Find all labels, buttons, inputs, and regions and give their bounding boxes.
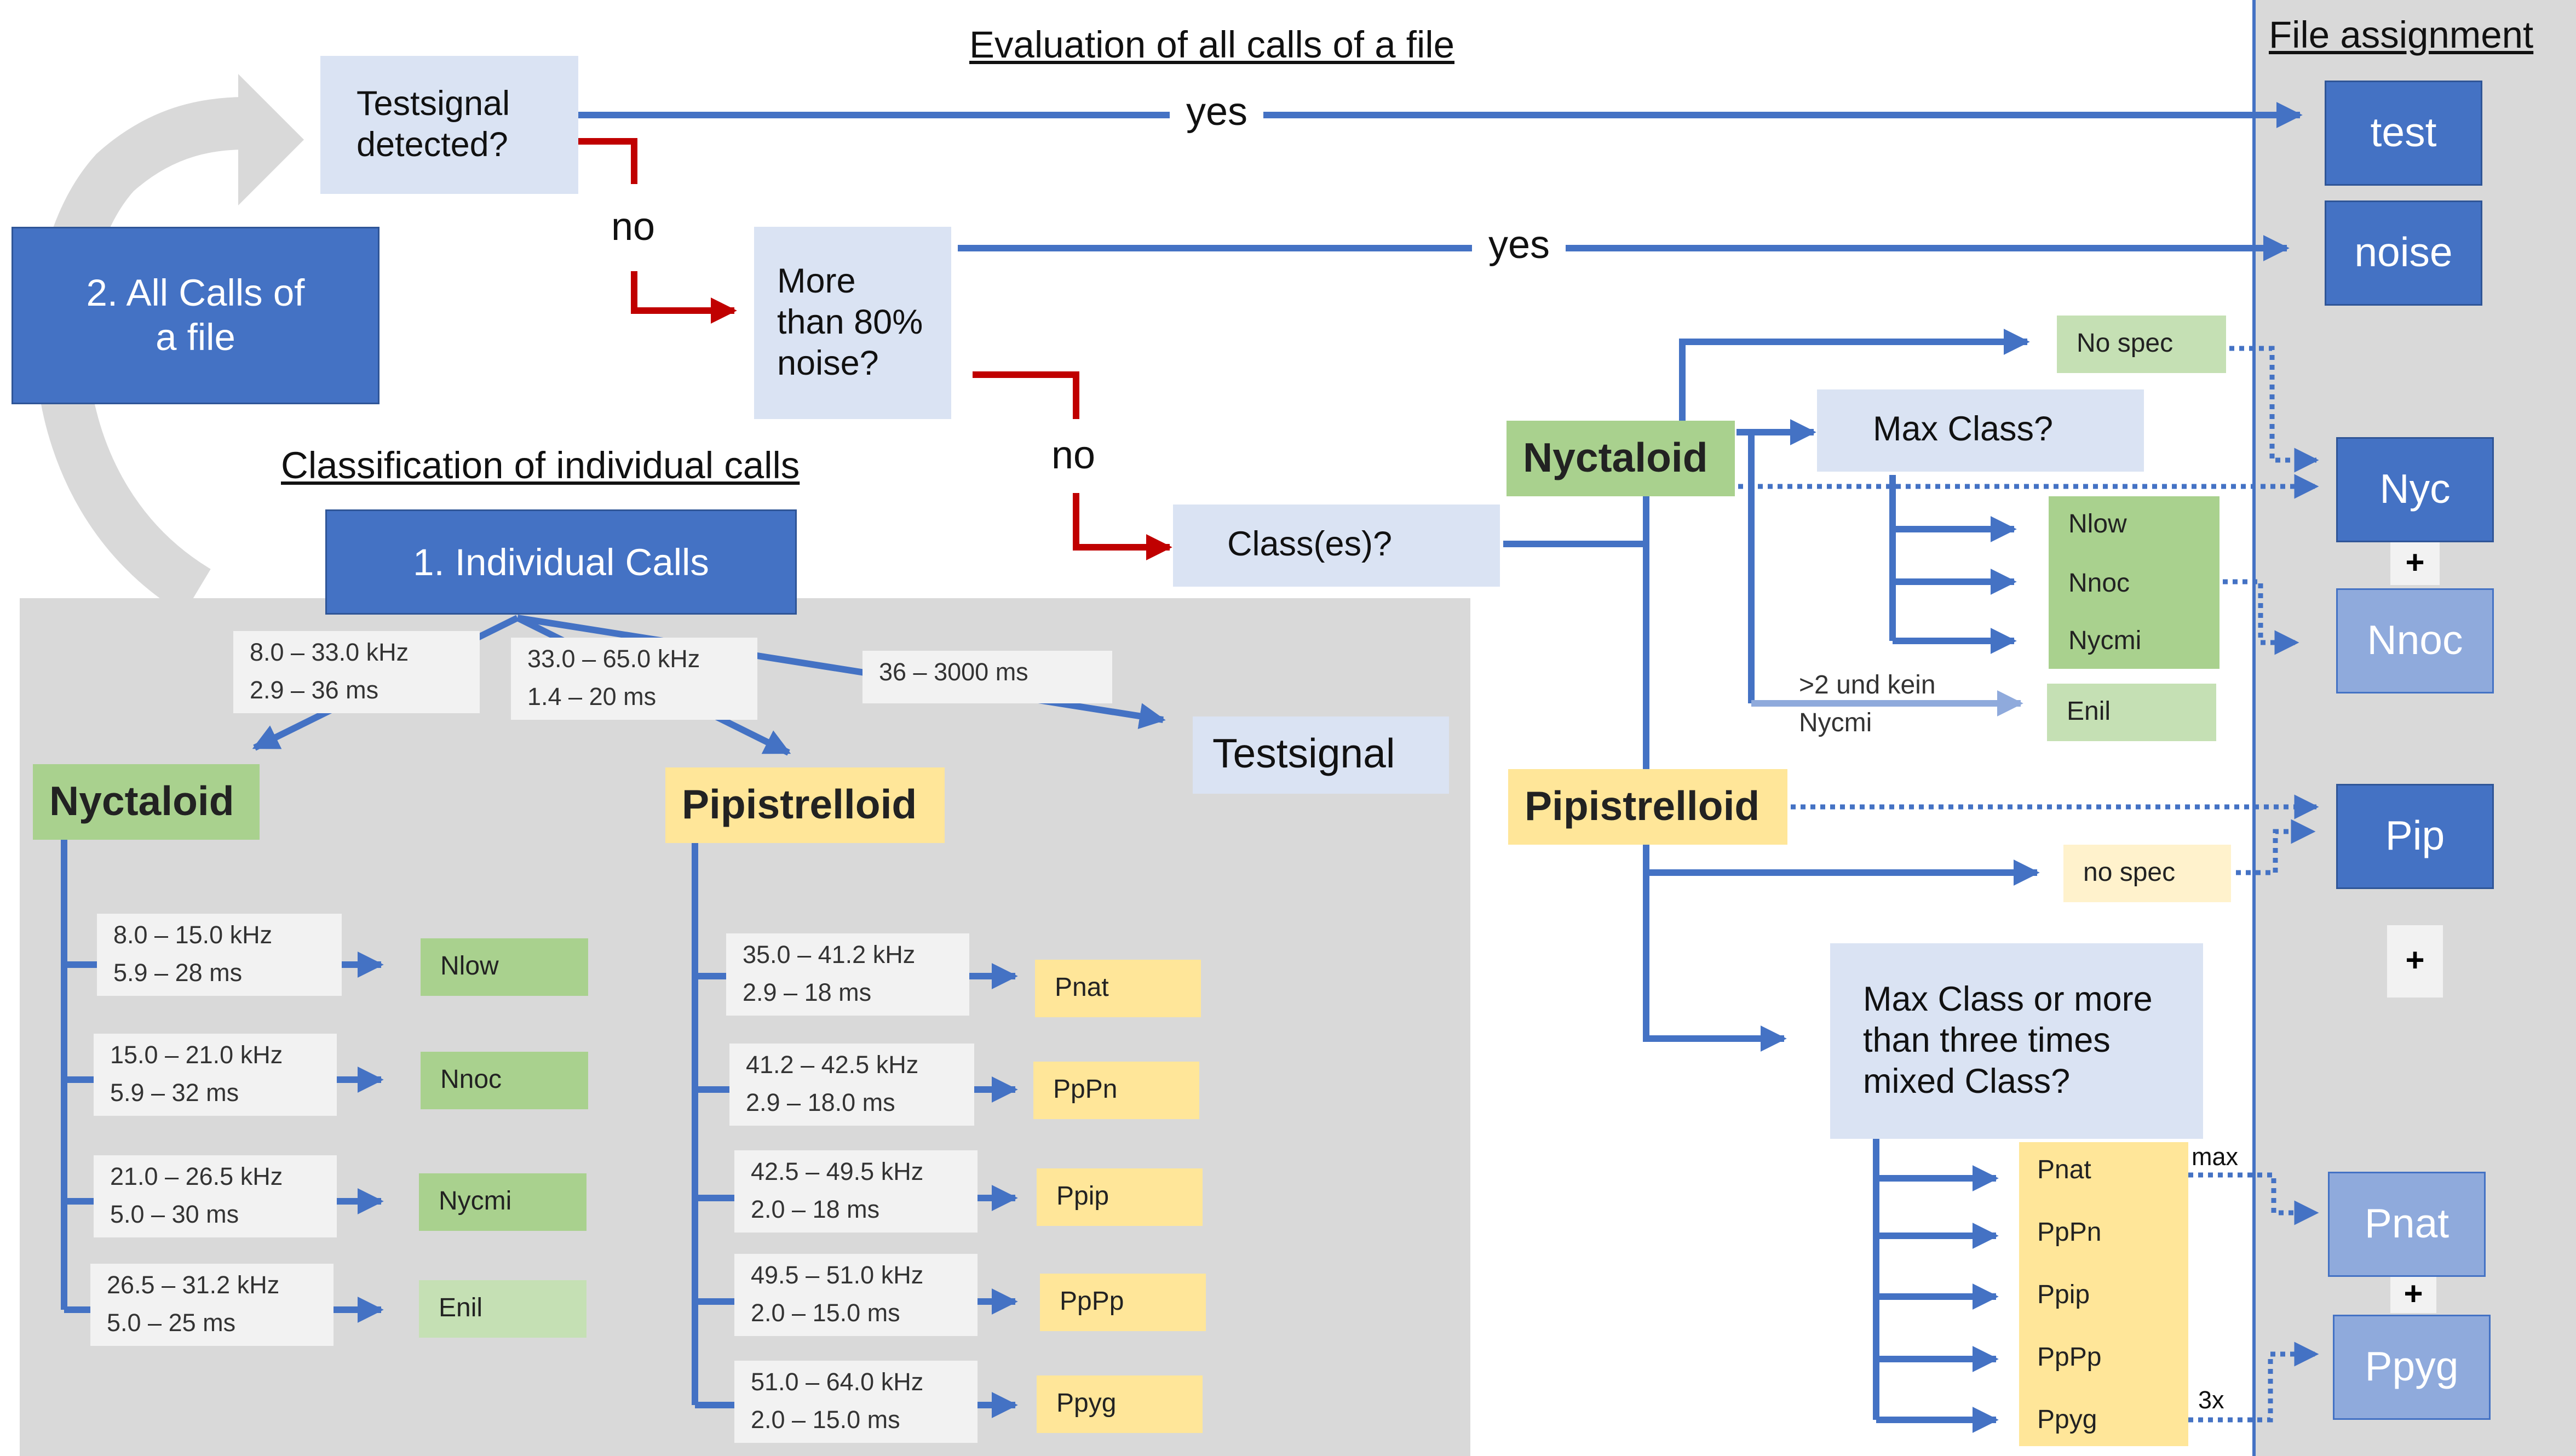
pppn-class: PpPn — [1033, 1062, 1199, 1119]
result-pnat: Pnat — [2328, 1172, 2486, 1277]
max-label: max — [2192, 1144, 2239, 1172]
file-pppp: PpPp — [2037, 1344, 2102, 1372]
file-pnat: Pnat — [2037, 1157, 2091, 1185]
ppyg-class: Ppyg — [1037, 1375, 1203, 1433]
nnoc-class: Nnoc — [421, 1052, 588, 1109]
ppip-class: Ppip — [1037, 1168, 1203, 1226]
nyc-no-spec: No spec — [2057, 316, 2226, 373]
max-class-decision: Max Class? — [1817, 389, 2144, 472]
no-arrow-1 — [631, 271, 737, 324]
plus-sign: + — [2387, 925, 2443, 998]
result-nyc: Nyc — [2336, 437, 2494, 542]
file-assignment-header: File assignment — [2269, 13, 2534, 56]
file-nlow: Nlow — [2068, 511, 2127, 539]
file-ppyg: Ppyg — [2037, 1407, 2097, 1435]
pipistrelloid-individual: Pipistrelloid — [665, 767, 945, 843]
result-test: test — [2325, 81, 2482, 186]
nycmi-class: Nycmi — [419, 1173, 586, 1231]
individual-calls-box: 1. Individual Calls — [325, 509, 797, 615]
pppp-class: PpPp — [1040, 1274, 1206, 1331]
evaluation-header: Evaluation of all calls of a file — [969, 23, 1454, 66]
no-label-2: no — [1035, 434, 1112, 480]
enil-class: Enil — [419, 1280, 586, 1338]
result-nnoc: Nnoc — [2336, 588, 2494, 693]
testsignal-individual: Testsignal — [1193, 716, 1449, 794]
nyctaloid-file: Nyctaloid — [1507, 421, 1735, 496]
pip-no-spec: no spec — [2063, 845, 2231, 902]
three-x-label: 3x — [2198, 1387, 2224, 1415]
file-nnoc: Nnoc — [2068, 570, 2130, 598]
file-enil: Enil — [2047, 684, 2216, 741]
classes-decision: Class(es)? — [1173, 505, 1500, 587]
file-ppip: Ppip — [2037, 1282, 2090, 1310]
result-pip: Pip — [2336, 784, 2494, 889]
no-arrow-2 — [1073, 493, 1172, 560]
testsignal-range: 36 – 3000 ms — [863, 651, 1112, 703]
p-class-group — [2019, 1142, 2188, 1446]
pnat-class: Pnat — [1035, 960, 1201, 1017]
classification-header: Classification of individual calls — [281, 444, 800, 486]
dotted-assignment-connectors — [1738, 346, 2319, 1423]
nlow-class: Nlow — [421, 938, 588, 996]
file-pppn: PpPn — [2037, 1219, 2102, 1247]
result-ppyg: Ppyg — [2333, 1315, 2491, 1420]
result-noise: noise — [2325, 200, 2482, 306]
no-line-1 — [578, 138, 637, 184]
all-calls-box: 2. All Calls of a file — [12, 227, 380, 404]
n-class-group — [2049, 496, 2220, 669]
no-nycmi-label: >2 und kein Nycmi — [1799, 672, 1936, 738]
no-line-2 — [973, 371, 1079, 419]
yes-label-2: yes — [1472, 223, 1567, 270]
noise-decision: More than 80% noise? — [754, 227, 951, 419]
plus-sign: + — [2390, 1277, 2436, 1313]
pipistrelloid-file: Pipistrelloid — [1508, 769, 1787, 845]
nyctaloid-individual: Nyctaloid — [33, 764, 260, 840]
plus-sign: + — [2390, 542, 2440, 585]
yes-label-1: yes — [1170, 90, 1264, 136]
classes-connectors — [1503, 329, 2040, 1433]
file-nycmi: Nycmi — [2068, 628, 2142, 656]
max-mixed-decision: Max Class or more than three times mixed… — [1830, 943, 2203, 1139]
no-label-1: no — [595, 205, 672, 251]
testsignal-decision: Testsignal detected? — [320, 56, 578, 194]
